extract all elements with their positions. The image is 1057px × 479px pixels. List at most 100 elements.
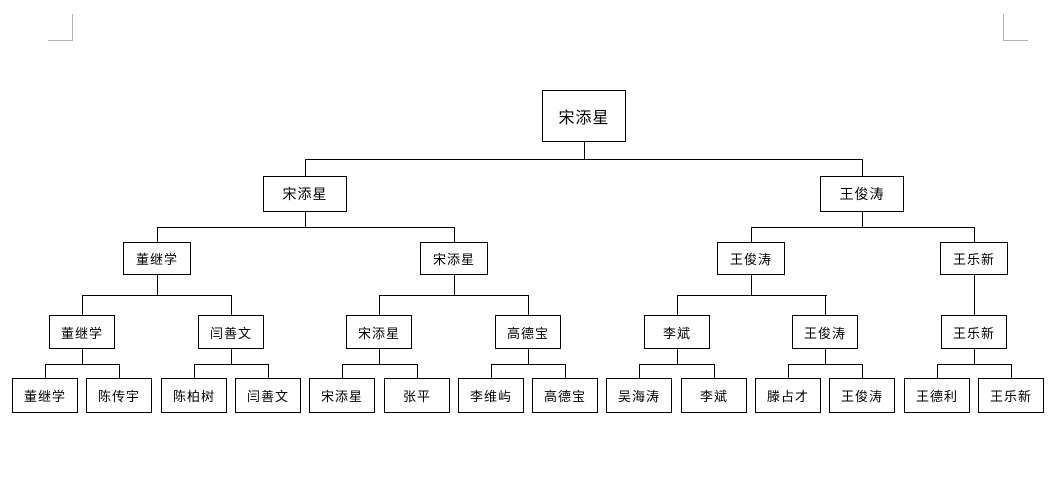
connector-line bbox=[751, 227, 752, 242]
org-node[interactable]: 滕占才 bbox=[755, 378, 821, 413]
org-node-label: 王乐新 bbox=[952, 325, 995, 341]
org-node[interactable]: 宋添星 bbox=[346, 315, 412, 349]
connector-line bbox=[862, 212, 863, 227]
connector-line bbox=[417, 364, 418, 378]
connector-line bbox=[45, 364, 120, 365]
connector-line bbox=[454, 275, 455, 295]
org-node-label: 董继学 bbox=[23, 389, 66, 404]
connector-line bbox=[491, 364, 566, 365]
connector-line bbox=[714, 364, 715, 378]
connector-line bbox=[231, 349, 232, 364]
org-node[interactable]: 高德宝 bbox=[495, 315, 561, 349]
org-node-label: 董继学 bbox=[60, 325, 103, 341]
org-node-label: 董继学 bbox=[135, 252, 178, 267]
connector-line bbox=[1011, 364, 1012, 378]
connector-line bbox=[677, 295, 678, 315]
org-node[interactable]: 李维屿 bbox=[458, 378, 524, 413]
connector-line bbox=[194, 364, 269, 365]
connector-line bbox=[194, 364, 195, 378]
org-node[interactable]: 王俊涛 bbox=[820, 176, 904, 212]
connector-line bbox=[974, 275, 975, 315]
org-node[interactable]: 王乐新 bbox=[978, 378, 1044, 413]
connector-line bbox=[342, 364, 343, 378]
connector-line bbox=[825, 349, 826, 364]
org-node[interactable]: 宋添星 bbox=[542, 90, 626, 142]
org-node-label: 李维屿 bbox=[469, 389, 512, 404]
margin-mark-top-left-icon bbox=[48, 14, 73, 41]
org-node-label: 李斌 bbox=[662, 325, 691, 341]
org-node[interactable]: 董继学 bbox=[49, 315, 115, 349]
org-node-label: 高德宝 bbox=[543, 389, 586, 404]
connector-line bbox=[584, 142, 585, 159]
connector-line bbox=[825, 295, 826, 315]
org-node[interactable]: 李斌 bbox=[644, 315, 710, 349]
org-node-label: 陈传宇 bbox=[97, 389, 140, 404]
connector-line bbox=[862, 159, 863, 176]
connector-line bbox=[379, 295, 529, 296]
connector-line bbox=[82, 295, 232, 296]
connector-line bbox=[82, 295, 83, 315]
org-node[interactable]: 宋添星 bbox=[420, 242, 488, 275]
connector-line bbox=[45, 364, 46, 378]
connector-line bbox=[788, 364, 789, 378]
org-node[interactable]: 高德宝 bbox=[532, 378, 598, 413]
connector-line bbox=[751, 275, 752, 295]
connector-line bbox=[974, 227, 975, 242]
org-node-label: 宋添星 bbox=[320, 389, 363, 404]
connector-line bbox=[119, 364, 120, 378]
connector-line bbox=[528, 349, 529, 364]
org-node[interactable]: 董继学 bbox=[123, 242, 191, 275]
org-node-label: 王俊涛 bbox=[839, 188, 885, 203]
org-node[interactable]: 王德利 bbox=[904, 378, 970, 413]
connector-line bbox=[379, 349, 380, 364]
org-node[interactable]: 陈柏树 bbox=[161, 378, 227, 413]
org-node-label: 王德利 bbox=[915, 389, 958, 404]
connector-line bbox=[677, 349, 678, 364]
org-node-label: 李斌 bbox=[699, 389, 728, 404]
org-node-label: 高德宝 bbox=[506, 325, 549, 341]
org-node[interactable]: 董继学 bbox=[12, 378, 78, 413]
org-node[interactable]: 闫善文 bbox=[235, 378, 301, 413]
org-node[interactable]: 陈传宇 bbox=[86, 378, 152, 413]
connector-line bbox=[937, 364, 1012, 365]
org-node-label: 滕占才 bbox=[766, 389, 809, 404]
org-node[interactable]: 张平 bbox=[384, 378, 450, 413]
connector-line bbox=[268, 364, 269, 378]
connector-line bbox=[342, 364, 417, 365]
org-node-label: 王俊涛 bbox=[803, 325, 846, 341]
connector-line bbox=[305, 159, 863, 160]
org-node-label: 宋添星 bbox=[432, 252, 475, 267]
connector-line bbox=[305, 159, 306, 176]
connector-line bbox=[751, 227, 975, 228]
connector-line bbox=[157, 227, 455, 228]
connector-line bbox=[639, 364, 640, 378]
connector-line bbox=[565, 364, 566, 378]
connector-line bbox=[937, 364, 938, 378]
margin-mark-top-right-icon bbox=[1003, 14, 1028, 41]
org-node[interactable]: 李斌 bbox=[681, 378, 747, 413]
org-node[interactable]: 吴海涛 bbox=[606, 378, 672, 413]
org-node[interactable]: 王乐新 bbox=[941, 315, 1007, 349]
org-node[interactable]: 宋添星 bbox=[309, 378, 375, 413]
org-node-label: 王俊涛 bbox=[840, 389, 883, 404]
connector-line bbox=[379, 295, 380, 315]
org-node-label: 吴海涛 bbox=[617, 389, 660, 404]
org-node[interactable]: 王俊涛 bbox=[717, 242, 785, 275]
org-node[interactable]: 王俊涛 bbox=[829, 378, 895, 413]
connector-line bbox=[788, 364, 863, 365]
org-node-label: 闫善文 bbox=[246, 389, 289, 404]
org-node-label: 宋添星 bbox=[282, 188, 328, 203]
connector-line bbox=[157, 227, 158, 242]
org-node-label: 宋添星 bbox=[357, 325, 400, 341]
org-node[interactable]: 闫善文 bbox=[198, 315, 264, 349]
connector-line bbox=[82, 349, 83, 364]
org-node-label: 陈柏树 bbox=[172, 389, 215, 404]
connector-line bbox=[677, 295, 827, 296]
org-node[interactable]: 王乐新 bbox=[940, 242, 1008, 275]
org-node[interactable]: 王俊涛 bbox=[792, 315, 858, 349]
org-node-label: 王俊涛 bbox=[729, 252, 772, 267]
org-node[interactable]: 宋添星 bbox=[263, 176, 347, 212]
org-node-label: 王乐新 bbox=[989, 389, 1032, 404]
